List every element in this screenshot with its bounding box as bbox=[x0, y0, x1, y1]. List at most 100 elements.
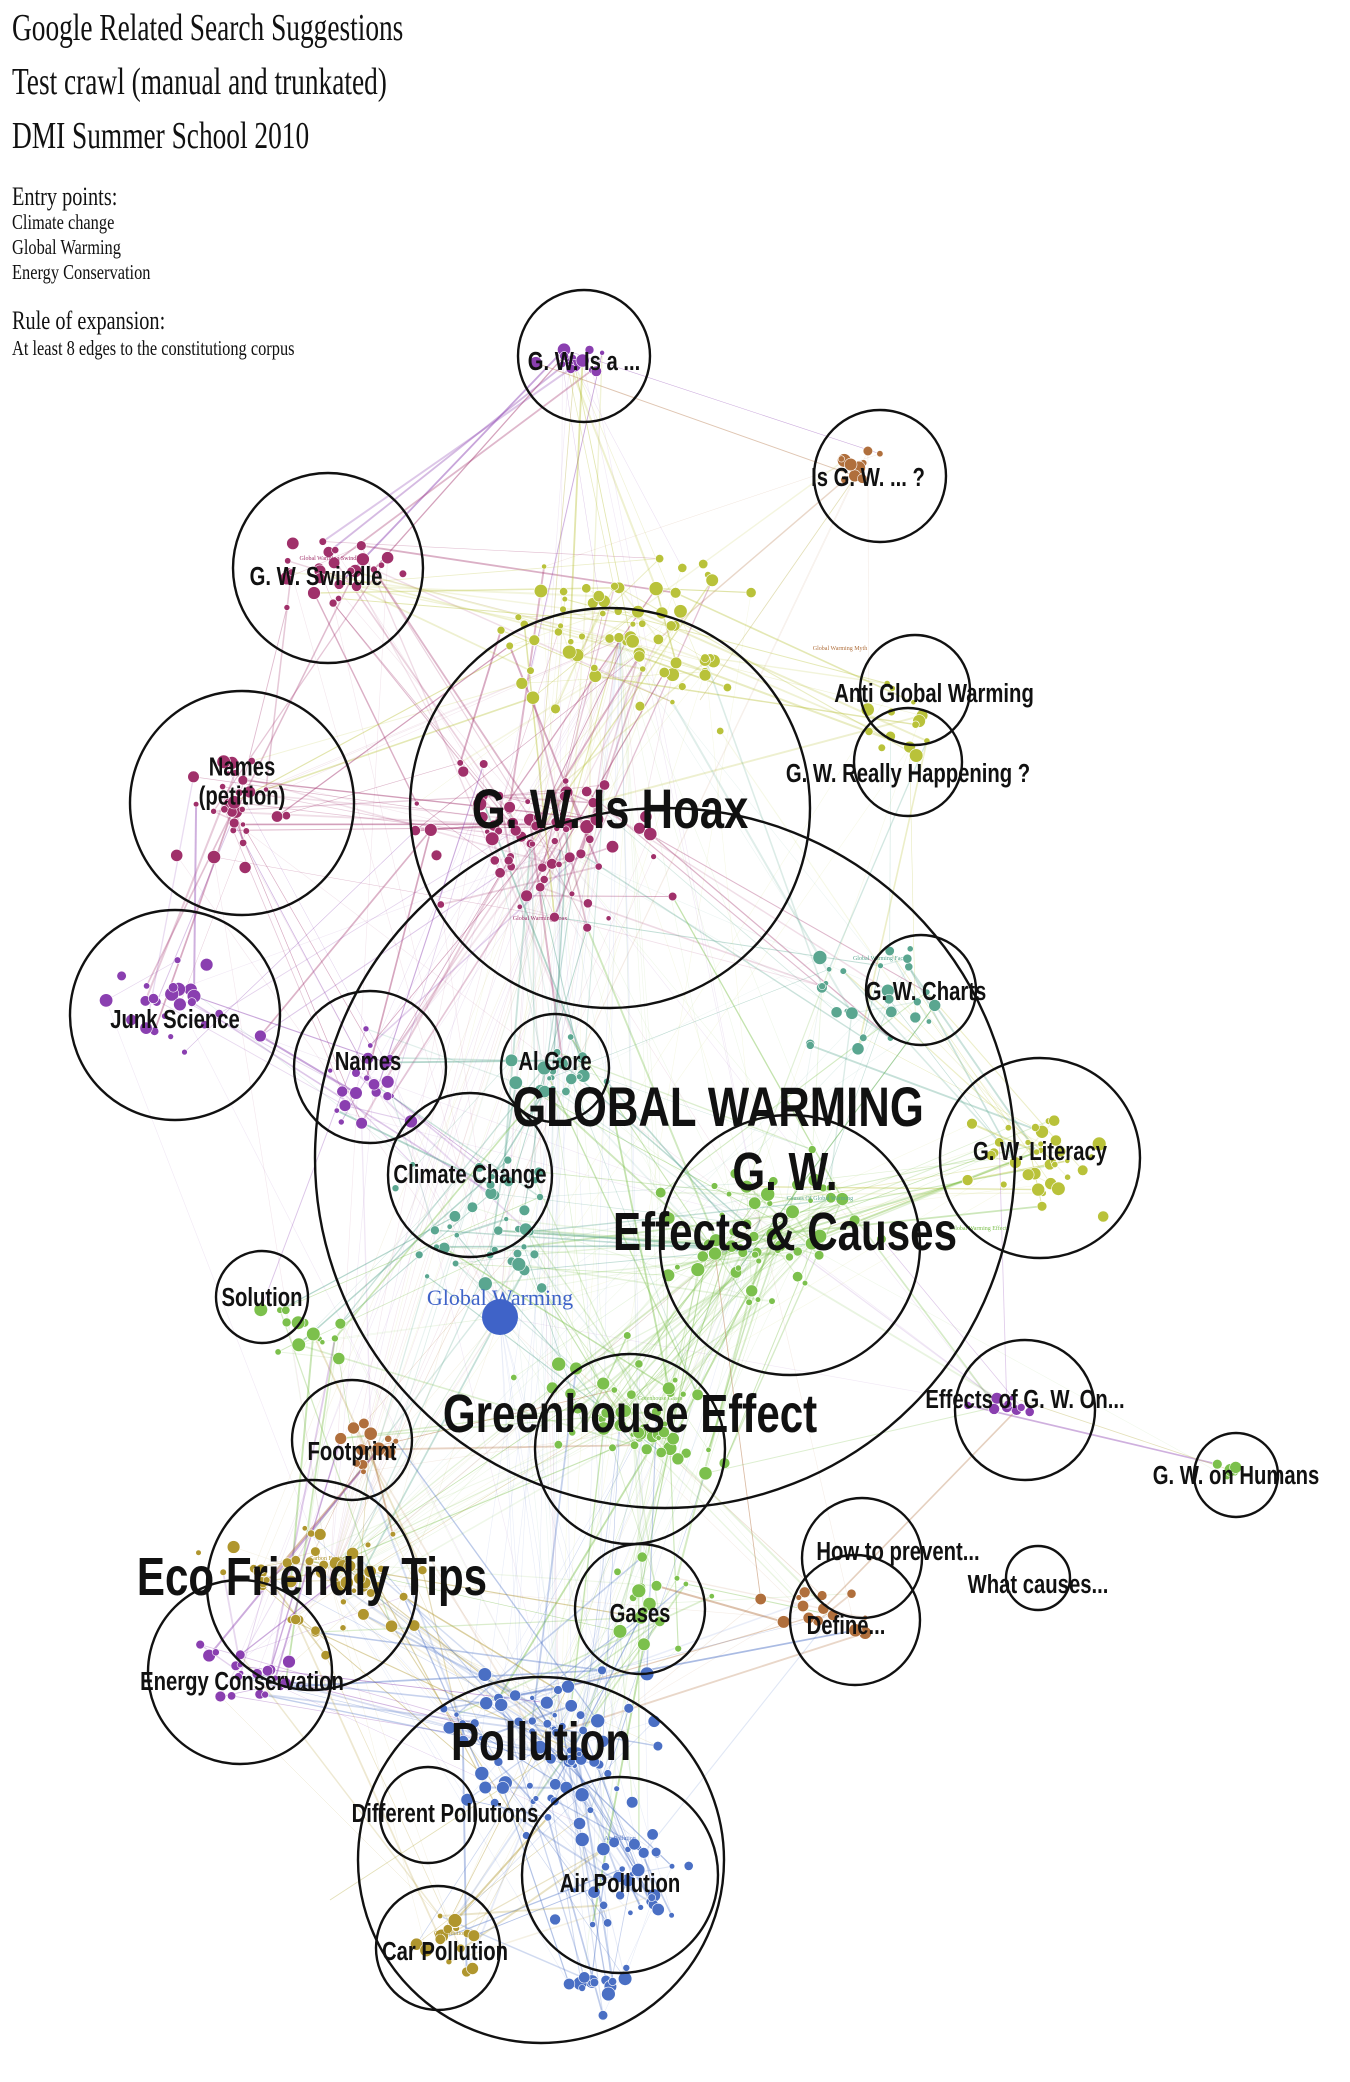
edge bbox=[440, 865, 599, 906]
graph-node bbox=[596, 1735, 610, 1748]
edge bbox=[454, 1749, 561, 1923]
edge bbox=[338, 598, 643, 625]
edge bbox=[550, 1797, 635, 1845]
graph-node bbox=[334, 1432, 347, 1445]
edge bbox=[1019, 1399, 1231, 1471]
graph-node bbox=[315, 1566, 327, 1579]
edge bbox=[440, 904, 501, 1318]
edge bbox=[675, 592, 914, 704]
edge bbox=[481, 1704, 572, 1740]
graph-node bbox=[527, 1716, 537, 1726]
cluster-circle bbox=[499, 1012, 611, 1124]
graph-node bbox=[505, 641, 514, 651]
graph-node bbox=[565, 1073, 578, 1085]
edge bbox=[156, 811, 237, 1003]
edge bbox=[563, 349, 615, 588]
graph-node bbox=[551, 1356, 567, 1372]
edge bbox=[231, 1695, 482, 1739]
cluster-circle bbox=[812, 408, 948, 544]
edge bbox=[329, 557, 388, 1581]
graph-node bbox=[532, 1740, 547, 1755]
graph-node bbox=[551, 1728, 561, 1738]
graph-node bbox=[535, 882, 546, 893]
graph-node bbox=[291, 1337, 306, 1352]
graph-node bbox=[579, 819, 595, 835]
edge bbox=[213, 856, 331, 1581]
cluster-label: Climate Change bbox=[393, 1160, 546, 1189]
graph-node bbox=[596, 1842, 611, 1856]
graph-node bbox=[377, 561, 385, 569]
graph-node bbox=[1064, 1173, 1071, 1181]
graph-node bbox=[857, 473, 868, 484]
cluster-label: Define... bbox=[807, 1611, 886, 1640]
graph-node bbox=[457, 1735, 470, 1747]
graph-node bbox=[333, 579, 345, 590]
graph-node bbox=[604, 633, 615, 644]
edge bbox=[555, 1219, 761, 1733]
graph-node bbox=[531, 1176, 540, 1184]
graph-node bbox=[310, 1625, 321, 1636]
graph-node bbox=[673, 1575, 681, 1582]
edge bbox=[356, 585, 599, 598]
graph-node bbox=[235, 1649, 246, 1660]
edge bbox=[298, 1344, 635, 1446]
edge bbox=[592, 639, 621, 1925]
graph-node bbox=[633, 650, 646, 663]
graph-node bbox=[698, 558, 709, 569]
edge bbox=[530, 596, 600, 844]
graph-node bbox=[337, 1118, 345, 1126]
edge bbox=[889, 736, 891, 951]
graph-node bbox=[559, 810, 567, 818]
graph-node bbox=[125, 1014, 138, 1026]
edge bbox=[144, 772, 237, 1002]
cluster-label: Solution bbox=[221, 1283, 302, 1312]
cluster-circle bbox=[214, 1249, 310, 1345]
graph-node bbox=[306, 1326, 321, 1342]
graph-node bbox=[1048, 1114, 1061, 1127]
graph-node bbox=[885, 1005, 898, 1018]
graph-node bbox=[626, 1389, 637, 1400]
edge bbox=[497, 1393, 685, 1699]
edge bbox=[908, 966, 1017, 1164]
graph-node bbox=[271, 810, 284, 823]
edge bbox=[291, 572, 501, 1318]
graph-node bbox=[637, 1637, 651, 1651]
graph-node bbox=[351, 1068, 361, 1078]
edge bbox=[349, 1249, 496, 1567]
edge bbox=[234, 639, 621, 804]
edge bbox=[532, 611, 639, 698]
graph-node bbox=[195, 1639, 205, 1650]
edge bbox=[574, 365, 683, 569]
graph-node bbox=[542, 1719, 552, 1729]
edge bbox=[570, 1393, 622, 1413]
edge bbox=[436, 1244, 731, 1248]
cluster-label: Names bbox=[335, 1047, 401, 1076]
edge bbox=[498, 1614, 833, 1699]
edge bbox=[447, 1219, 761, 1930]
graph-node bbox=[792, 1271, 804, 1283]
node-label: Greenhouse Gases bbox=[638, 1396, 683, 1402]
edge bbox=[735, 1005, 936, 1273]
graph-node bbox=[239, 838, 248, 847]
edge bbox=[338, 1358, 357, 1464]
graph-node bbox=[1212, 1458, 1223, 1470]
graph-node bbox=[716, 726, 725, 735]
edge bbox=[363, 1231, 531, 1424]
edge bbox=[543, 849, 561, 1068]
graph-node bbox=[510, 1374, 518, 1382]
edge bbox=[552, 1088, 779, 1251]
edge bbox=[223, 761, 387, 1063]
graph-node bbox=[367, 1042, 374, 1049]
edge bbox=[318, 567, 561, 851]
edge bbox=[313, 592, 418, 804]
graph-node bbox=[392, 1437, 399, 1445]
cluster-label: What causes... bbox=[968, 1570, 1109, 1599]
edge bbox=[370, 1592, 485, 1675]
graph-node bbox=[529, 356, 543, 370]
graph-node bbox=[608, 1836, 620, 1848]
graph-node bbox=[532, 1795, 540, 1802]
graph-node bbox=[545, 1753, 557, 1765]
graph-node bbox=[448, 1210, 461, 1223]
edge bbox=[256, 1672, 571, 1761]
edge bbox=[320, 1571, 557, 1734]
